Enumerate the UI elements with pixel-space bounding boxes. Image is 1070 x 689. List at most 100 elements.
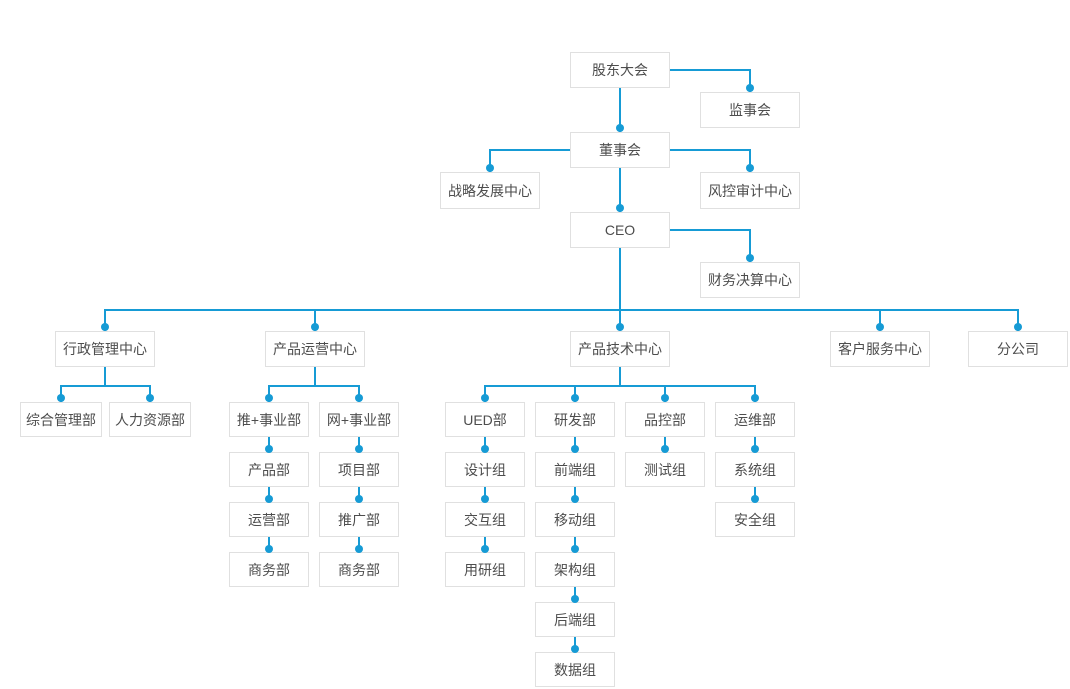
connector-dot bbox=[101, 323, 109, 331]
connector-dot bbox=[616, 323, 624, 331]
connector-line bbox=[619, 367, 621, 386]
connector-line bbox=[1017, 309, 1019, 331]
connector-line bbox=[268, 537, 270, 552]
connector-line bbox=[664, 437, 666, 452]
org-node-houduan[interactable]: 后端组 bbox=[535, 602, 615, 637]
org-node-ceo[interactable]: CEO bbox=[570, 212, 670, 248]
connector-line bbox=[749, 229, 751, 262]
connector-line bbox=[149, 385, 151, 402]
connector-dot bbox=[571, 595, 579, 603]
org-node-pinkong[interactable]: 品控部 bbox=[625, 402, 705, 437]
org-node-hr[interactable]: 人力资源部 bbox=[109, 402, 191, 437]
connector-line bbox=[574, 537, 576, 552]
connector-line bbox=[574, 587, 576, 602]
connector-line bbox=[490, 149, 570, 151]
connector-line bbox=[104, 367, 106, 386]
org-node-branch[interactable]: 分公司 bbox=[968, 331, 1068, 367]
connector-dot bbox=[311, 323, 319, 331]
org-node-project[interactable]: 项目部 bbox=[319, 452, 399, 487]
connector-dot bbox=[481, 445, 489, 453]
org-node-tuiguang[interactable]: 推广部 bbox=[319, 502, 399, 537]
connector-line bbox=[484, 385, 486, 402]
connector-dot bbox=[571, 394, 579, 402]
org-node-custsvc[interactable]: 客户服务中心 bbox=[830, 331, 930, 367]
connector-line bbox=[314, 309, 316, 331]
org-node-shangwu1[interactable]: 商务部 bbox=[229, 552, 309, 587]
org-node-prodops[interactable]: 产品运营中心 bbox=[265, 331, 365, 367]
connector-line bbox=[485, 385, 755, 387]
connector-dot bbox=[571, 545, 579, 553]
org-node-jiaohu[interactable]: 交互组 bbox=[445, 502, 525, 537]
org-node-wang[interactable]: 网+事业部 bbox=[319, 402, 399, 437]
connector-line bbox=[574, 437, 576, 452]
connector-line bbox=[358, 437, 360, 452]
org-node-ceshi[interactable]: 测试组 bbox=[625, 452, 705, 487]
connector-dot bbox=[265, 445, 273, 453]
org-node-ued[interactable]: UED部 bbox=[445, 402, 525, 437]
org-node-yanfa[interactable]: 研发部 bbox=[535, 402, 615, 437]
connector-line bbox=[754, 437, 756, 452]
org-node-tui[interactable]: 推+事业部 bbox=[229, 402, 309, 437]
connector-line bbox=[484, 437, 486, 452]
org-node-general[interactable]: 综合管理部 bbox=[20, 402, 102, 437]
connector-dot bbox=[571, 495, 579, 503]
connector-dot bbox=[355, 495, 363, 503]
connector-dot bbox=[1014, 323, 1022, 331]
connector-line bbox=[268, 385, 270, 402]
connector-line bbox=[105, 309, 1018, 311]
connector-line bbox=[664, 385, 666, 402]
connector-line bbox=[749, 149, 751, 172]
connector-dot bbox=[616, 124, 624, 132]
connector-dot bbox=[876, 323, 884, 331]
org-node-qianduan[interactable]: 前端组 bbox=[535, 452, 615, 487]
org-node-yongyan[interactable]: 用研组 bbox=[445, 552, 525, 587]
connector-dot bbox=[571, 645, 579, 653]
connector-dot bbox=[746, 254, 754, 262]
org-node-xitong[interactable]: 系统组 bbox=[715, 452, 795, 487]
connector-dot bbox=[751, 495, 759, 503]
connector-dot bbox=[746, 84, 754, 92]
connector-line bbox=[60, 385, 62, 402]
connector-dot bbox=[265, 495, 273, 503]
connector-dot bbox=[751, 445, 759, 453]
org-node-supervisory[interactable]: 监事会 bbox=[700, 92, 800, 128]
org-node-yunwei[interactable]: 运维部 bbox=[715, 402, 795, 437]
org-node-shareholders[interactable]: 股东大会 bbox=[570, 52, 670, 88]
connector-line bbox=[619, 248, 621, 331]
connector-dot bbox=[481, 394, 489, 402]
org-node-anquan[interactable]: 安全组 bbox=[715, 502, 795, 537]
org-node-shangwu2[interactable]: 商务部 bbox=[319, 552, 399, 587]
org-node-admin[interactable]: 行政管理中心 bbox=[55, 331, 155, 367]
org-node-product[interactable]: 产品部 bbox=[229, 452, 309, 487]
connector-line bbox=[484, 537, 486, 552]
connector-line bbox=[670, 229, 750, 231]
connector-line bbox=[484, 487, 486, 502]
connector-line bbox=[358, 537, 360, 552]
org-node-finance[interactable]: 财务决算中心 bbox=[700, 262, 800, 298]
connector-dot bbox=[355, 445, 363, 453]
connector-dot bbox=[265, 545, 273, 553]
org-node-board[interactable]: 董事会 bbox=[570, 132, 670, 168]
org-node-yunying[interactable]: 运营部 bbox=[229, 502, 309, 537]
org-node-shuju[interactable]: 数据组 bbox=[535, 652, 615, 687]
connector-line bbox=[358, 487, 360, 502]
org-node-yidong[interactable]: 移动组 bbox=[535, 502, 615, 537]
connector-line bbox=[670, 69, 750, 71]
org-node-prodtech[interactable]: 产品技术中心 bbox=[570, 331, 670, 367]
org-node-strategy[interactable]: 战略发展中心 bbox=[440, 172, 540, 209]
connector-dot bbox=[57, 394, 65, 402]
connector-line bbox=[619, 88, 621, 132]
connector-line bbox=[268, 437, 270, 452]
connector-dot bbox=[486, 164, 494, 172]
connector-line bbox=[489, 149, 491, 172]
org-node-jiagou[interactable]: 架构组 bbox=[535, 552, 615, 587]
connector-dot bbox=[355, 545, 363, 553]
org-node-sheji[interactable]: 设计组 bbox=[445, 452, 525, 487]
org-node-risk[interactable]: 风控审计中心 bbox=[700, 172, 800, 209]
connector-line bbox=[574, 385, 576, 402]
connector-dot bbox=[146, 394, 154, 402]
connector-line bbox=[754, 487, 756, 502]
connector-line bbox=[754, 385, 756, 402]
connector-line bbox=[269, 385, 359, 387]
